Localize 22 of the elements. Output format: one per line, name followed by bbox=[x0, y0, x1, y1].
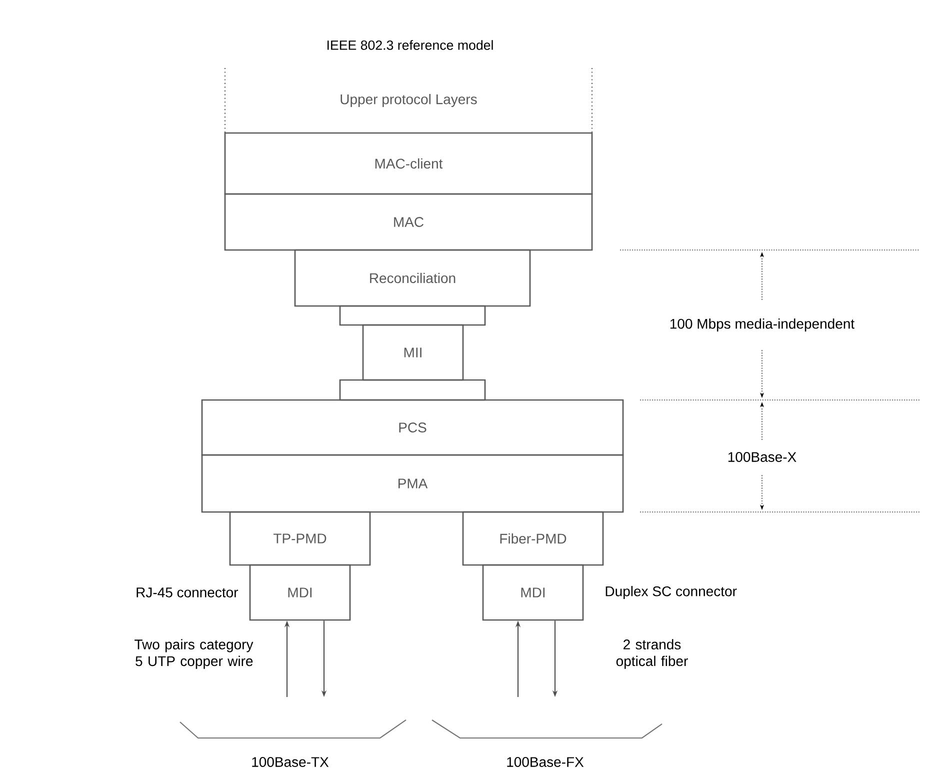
adapter-box bbox=[339, 379, 486, 401]
layer-box: PCS bbox=[201, 399, 624, 456]
cable-label: 2 strands optical fiber bbox=[616, 639, 688, 669]
layer-box: MAC bbox=[224, 193, 593, 251]
layer-box: MDI bbox=[249, 564, 351, 621]
title: IEEE 802.3 reference model bbox=[328, 40, 493, 50]
layer-box: Fiber-PMD bbox=[462, 511, 604, 566]
layer-box: MAC-client bbox=[224, 132, 593, 195]
connector-label: Duplex SC connector bbox=[606, 586, 737, 600]
dimension-label: 100 Mbps media-independent bbox=[670, 318, 854, 332]
layer-box: TP-PMD bbox=[229, 511, 371, 566]
layer-box: MDI bbox=[482, 564, 584, 621]
group-label: 100Base-FX bbox=[507, 757, 584, 767]
group-label: 100Base-TX bbox=[252, 757, 329, 767]
layer-box: PMA bbox=[201, 454, 624, 513]
adapter-box bbox=[339, 305, 486, 326]
dimension-label: 100Base-X bbox=[728, 452, 796, 462]
layer-box: Reconciliation bbox=[294, 249, 531, 307]
layer-band: Upper protocol Layers bbox=[224, 68, 593, 133]
cable-label: Two pairs category 5 UTP copper wire bbox=[134, 639, 254, 669]
connector-label: RJ-45 connector bbox=[136, 588, 238, 598]
layer-box: MII bbox=[362, 324, 464, 381]
